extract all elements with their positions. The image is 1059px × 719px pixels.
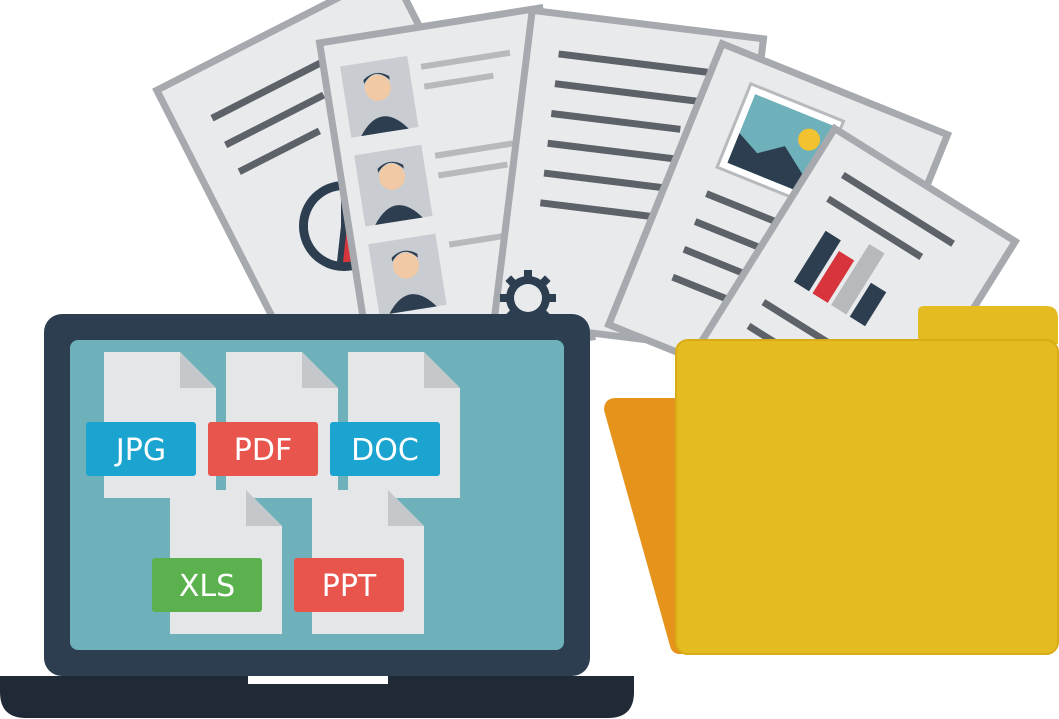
jpg-badge: JPG: [86, 422, 196, 476]
folder-icon: [604, 306, 1059, 655]
file-icons: JPG PDF DOC XLS PPT: [86, 352, 460, 634]
doc-label: DOC: [351, 433, 419, 468]
doc-badge: DOC: [330, 422, 440, 476]
pdf-label: PDF: [234, 433, 292, 468]
pdf-badge: PDF: [208, 422, 318, 476]
ppt-badge: PPT: [294, 558, 404, 612]
gear-icon: [500, 270, 556, 326]
document-stack: [152, 0, 1021, 487]
xls-badge: XLS: [152, 558, 262, 612]
ppt-label: PPT: [322, 569, 377, 604]
xls-label: XLS: [179, 569, 235, 604]
jpg-label: JPG: [114, 433, 166, 468]
